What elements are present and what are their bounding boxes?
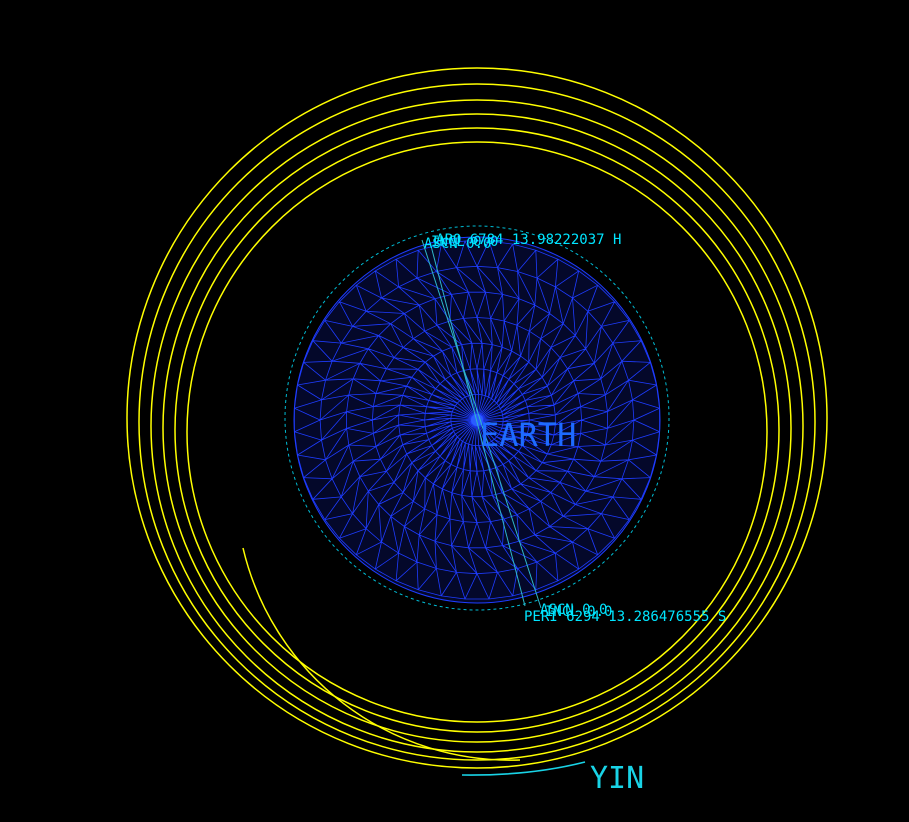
periapsis-readout: PERI 6294 13.286476555 S ASCN 0.0 INCL 0…	[524, 602, 726, 625]
apoapsis-readout: APO 6784 13.98222037 H INCL 0.0 ASCN 0.0	[424, 232, 621, 252]
orbit-ring	[126, 67, 828, 769]
periapsis-ascn-text: ASCN 0.0	[540, 602, 607, 618]
apoapsis-ascn-text: ASCN 0.0	[424, 236, 491, 252]
spacecraft-trail[interactable]	[461, 761, 586, 776]
planet-core	[471, 414, 483, 426]
orbit-ring	[186, 141, 768, 723]
apoapsis-text: APO 6784 13.98222037 H	[436, 232, 621, 248]
trajectory-arc	[242, 547, 521, 761]
periapsis-text: PERI 6294 13.286476555 S	[524, 609, 726, 625]
apoapsis-incl-text: INCL 0.0	[431, 234, 498, 250]
spacecraft-label[interactable]: YIN	[590, 761, 644, 796]
periapsis-incl-text: INCL 0.0	[545, 604, 612, 620]
orbit-ring	[162, 113, 792, 743]
atmosphere-ring	[284, 225, 670, 611]
orbit-ring	[150, 99, 804, 753]
apsis-line	[421, 239, 542, 609]
planet-earth	[293, 236, 661, 604]
apsis-line-secondary	[429, 241, 526, 607]
orbit-ring	[174, 127, 780, 733]
planet-mesh	[294, 240, 660, 600]
orbit-ring	[138, 83, 816, 761]
planet-label: EARTH	[480, 416, 576, 454]
orbit-rings	[126, 67, 828, 769]
